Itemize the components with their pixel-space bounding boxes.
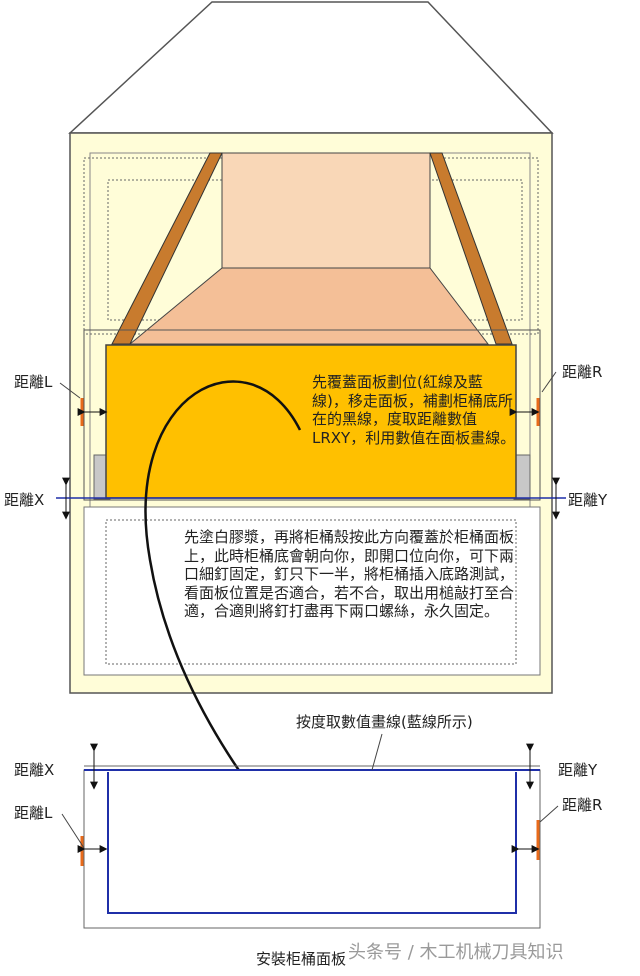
drawer-inner-back — [221, 152, 431, 269]
note-top-instructions: 先覆蓋面板劃位(紅線及藍線)，移走面板，補劃柜桶底所在的黑線，度取距離數值LRX… — [312, 373, 516, 447]
label-dist-y-upper: 距離Y — [568, 491, 608, 509]
leader-dist-r-upper — [541, 371, 557, 393]
label-dist-r-upper: 距離R — [562, 363, 602, 381]
blue-mark-outline-bottom — [107, 772, 517, 914]
lower-dotted-area-inner — [105, 519, 517, 665]
label-dist-x-bottom: 距離X — [14, 761, 54, 779]
leader-dist-r-bottom — [539, 805, 559, 823]
leader-dist-l-upper — [59, 382, 81, 399]
front-panel — [105, 344, 517, 499]
diagram-title: 安裝柜桶面板 — [256, 950, 346, 968]
watermark-text: 头条号 / 木工机械刀具知识 — [348, 942, 564, 963]
label-dist-r-bottom: 距離R — [562, 796, 602, 814]
label-dist-y-bottom: 距離Y — [558, 761, 598, 779]
drawer-side-right — [429, 152, 513, 345]
leader-dist-l-bottom — [61, 813, 85, 849]
drawer-inner-floor — [128, 267, 490, 345]
lower-dotted-area — [83, 506, 541, 676]
leader-measure-caption — [371, 733, 383, 771]
drawer-side-left — [111, 152, 223, 345]
label-dist-x-upper: 距離X — [4, 491, 44, 509]
bottom-panel-outline — [83, 769, 541, 929]
label-dist-l-bottom: 距離L — [14, 804, 53, 822]
label-dist-l-upper: 距離L — [14, 373, 53, 391]
measure-caption: 按度取數值畫線(藍線所示) — [296, 713, 473, 731]
cabinet-roof — [68, 1, 554, 134]
note-middle-instructions: 先塗白膠漿，再將柜桶殼按此方向覆蓋於柜桶面板上，此時柜桶底會朝向你，即開口位向你… — [184, 528, 515, 620]
